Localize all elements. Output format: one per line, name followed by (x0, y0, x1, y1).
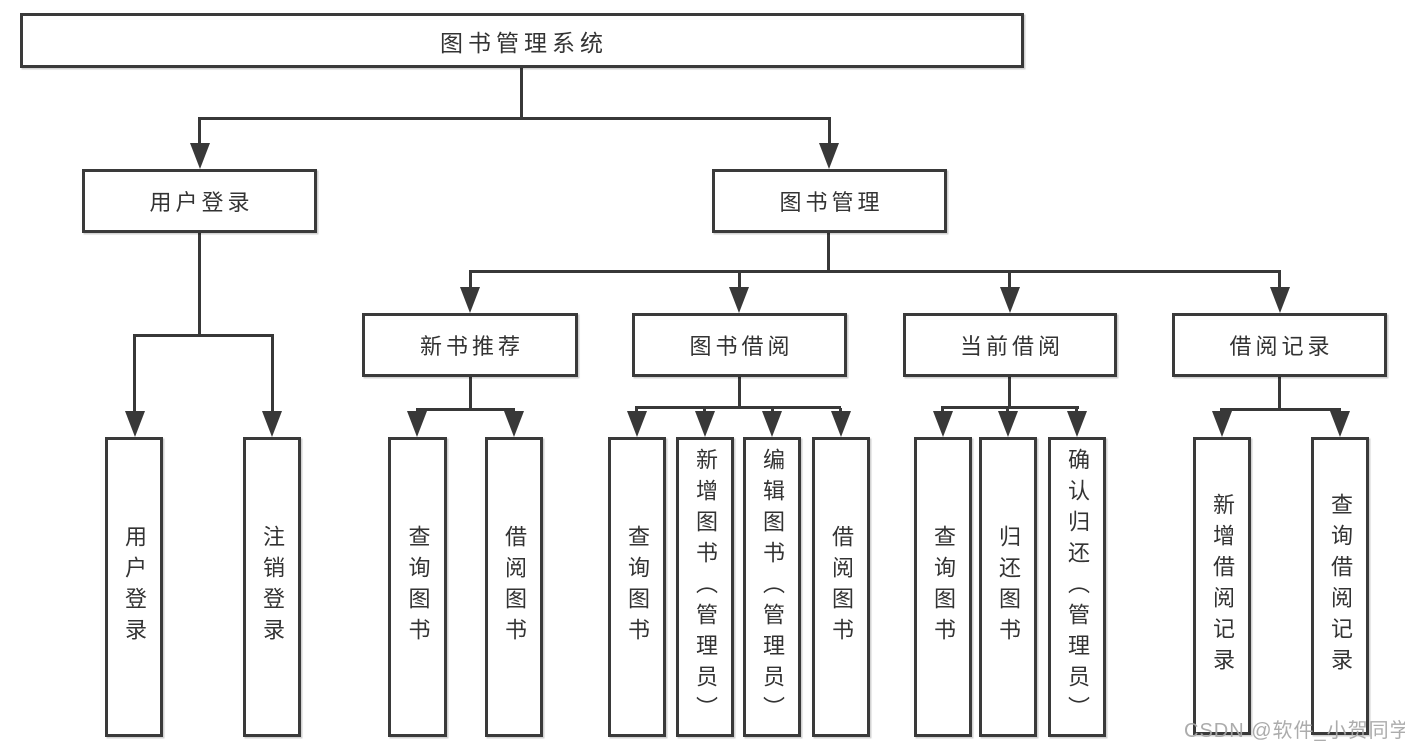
arrowhead-down-icon (407, 411, 427, 437)
connector-line (198, 119, 201, 147)
arrowhead-down-icon (933, 411, 953, 437)
node-leaf-user-login: 用户登录 (105, 437, 163, 737)
node-label: 图书管理系统 (440, 29, 608, 56)
node-label: 查询图书 (931, 525, 956, 649)
node-root: 图书管理系统 (20, 13, 1024, 68)
node-leaf-add-borrow-record: 新增借阅记录 (1193, 437, 1251, 735)
connector-line (738, 272, 741, 290)
connector-line (1008, 377, 1011, 408)
arrowhead-down-icon (831, 411, 851, 437)
connector-line (1278, 377, 1281, 410)
arrowhead-down-icon (125, 411, 145, 437)
node-label: 注销登录 (260, 525, 285, 649)
node-label: 新增借阅记录 (1210, 493, 1235, 679)
node-label: 编辑图书（管理员） (760, 447, 785, 727)
connector-line (416, 408, 515, 411)
node-label: 图书借阅 (689, 334, 794, 359)
node-leaf-confirm-return-admin: 确认归还（管理员） (1048, 437, 1106, 737)
node-label: 图书管理 (779, 190, 884, 215)
node-leaf-return-books: 归还图书 (979, 437, 1037, 737)
node-leaf-query-books-1: 查询图书 (388, 437, 447, 737)
connector-line (198, 117, 831, 120)
connector-line (520, 66, 523, 119)
node-leaf-edit-books-admin: 编辑图书（管理员） (743, 437, 801, 737)
node-borrowing-records: 借阅记录 (1172, 313, 1387, 377)
arrowhead-down-icon (504, 411, 524, 437)
arrowhead-down-icon (729, 287, 749, 313)
node-new-book-recommend: 新书推荐 (362, 313, 578, 377)
node-label: 查询图书 (625, 525, 650, 649)
connector-line (133, 334, 274, 337)
node-label: 确认归还（管理员） (1065, 447, 1090, 727)
arrowhead-down-icon (1330, 411, 1350, 437)
connector-line (635, 406, 841, 409)
node-label: 用户登录 (122, 525, 147, 649)
node-label: 借阅图书 (829, 525, 854, 649)
node-book-management: 图书管理 (712, 169, 947, 233)
connector-line (828, 119, 831, 147)
node-leaf-borrow-books-2: 借阅图书 (812, 437, 870, 737)
csdn-watermark: CSDN @软件_小贺同学 (1184, 720, 1405, 742)
connector-line (198, 233, 201, 336)
arrowhead-down-icon (190, 143, 210, 169)
node-label: 当前借阅 (959, 334, 1064, 359)
connector-line (827, 233, 830, 272)
node-leaf-query-borrow-record: 查询借阅记录 (1311, 437, 1369, 735)
arrowhead-down-icon (1067, 411, 1087, 437)
arrowhead-down-icon (1270, 287, 1290, 313)
arrowhead-down-icon (998, 411, 1018, 437)
node-leaf-add-books-admin: 新增图书（管理员） (676, 437, 734, 737)
connector-line (1220, 408, 1341, 411)
node-label: 借阅记录 (1229, 334, 1334, 359)
node-label: 查询借阅记录 (1328, 493, 1353, 679)
arrowhead-down-icon (1212, 411, 1232, 437)
node-leaf-logout: 注销登录 (243, 437, 301, 737)
arrowhead-down-icon (1000, 287, 1020, 313)
arrowhead-down-icon (262, 411, 282, 437)
connector-line (133, 336, 136, 414)
node-label: 用户登录 (149, 190, 254, 215)
node-label: 查询图书 (405, 525, 431, 649)
arrowhead-down-icon (762, 411, 782, 437)
node-user-login: 用户登录 (82, 169, 317, 233)
connector-line (941, 406, 1079, 409)
connector-line (1008, 272, 1011, 290)
connector-line (469, 272, 472, 290)
connector-line (469, 270, 1281, 273)
connector-line (271, 336, 274, 414)
node-label: 新增图书（管理员） (693, 447, 718, 727)
node-label: 新书推荐 (419, 334, 524, 359)
connector-line (469, 377, 472, 410)
node-leaf-query-books-3: 查询图书 (914, 437, 972, 737)
arrowhead-down-icon (819, 143, 839, 169)
arrowhead-down-icon (627, 411, 647, 437)
connector-line (738, 377, 741, 408)
connector-line (1278, 272, 1281, 290)
node-leaf-query-books-2: 查询图书 (608, 437, 666, 737)
arrowhead-down-icon (460, 287, 480, 313)
node-label: 归还图书 (996, 525, 1021, 649)
node-current-borrowing: 当前借阅 (903, 313, 1117, 377)
node-label: 借阅图书 (502, 525, 527, 649)
node-leaf-borrow-books-1: 借阅图书 (485, 437, 543, 737)
node-book-borrowing: 图书借阅 (632, 313, 847, 377)
arrowhead-down-icon (695, 411, 715, 437)
